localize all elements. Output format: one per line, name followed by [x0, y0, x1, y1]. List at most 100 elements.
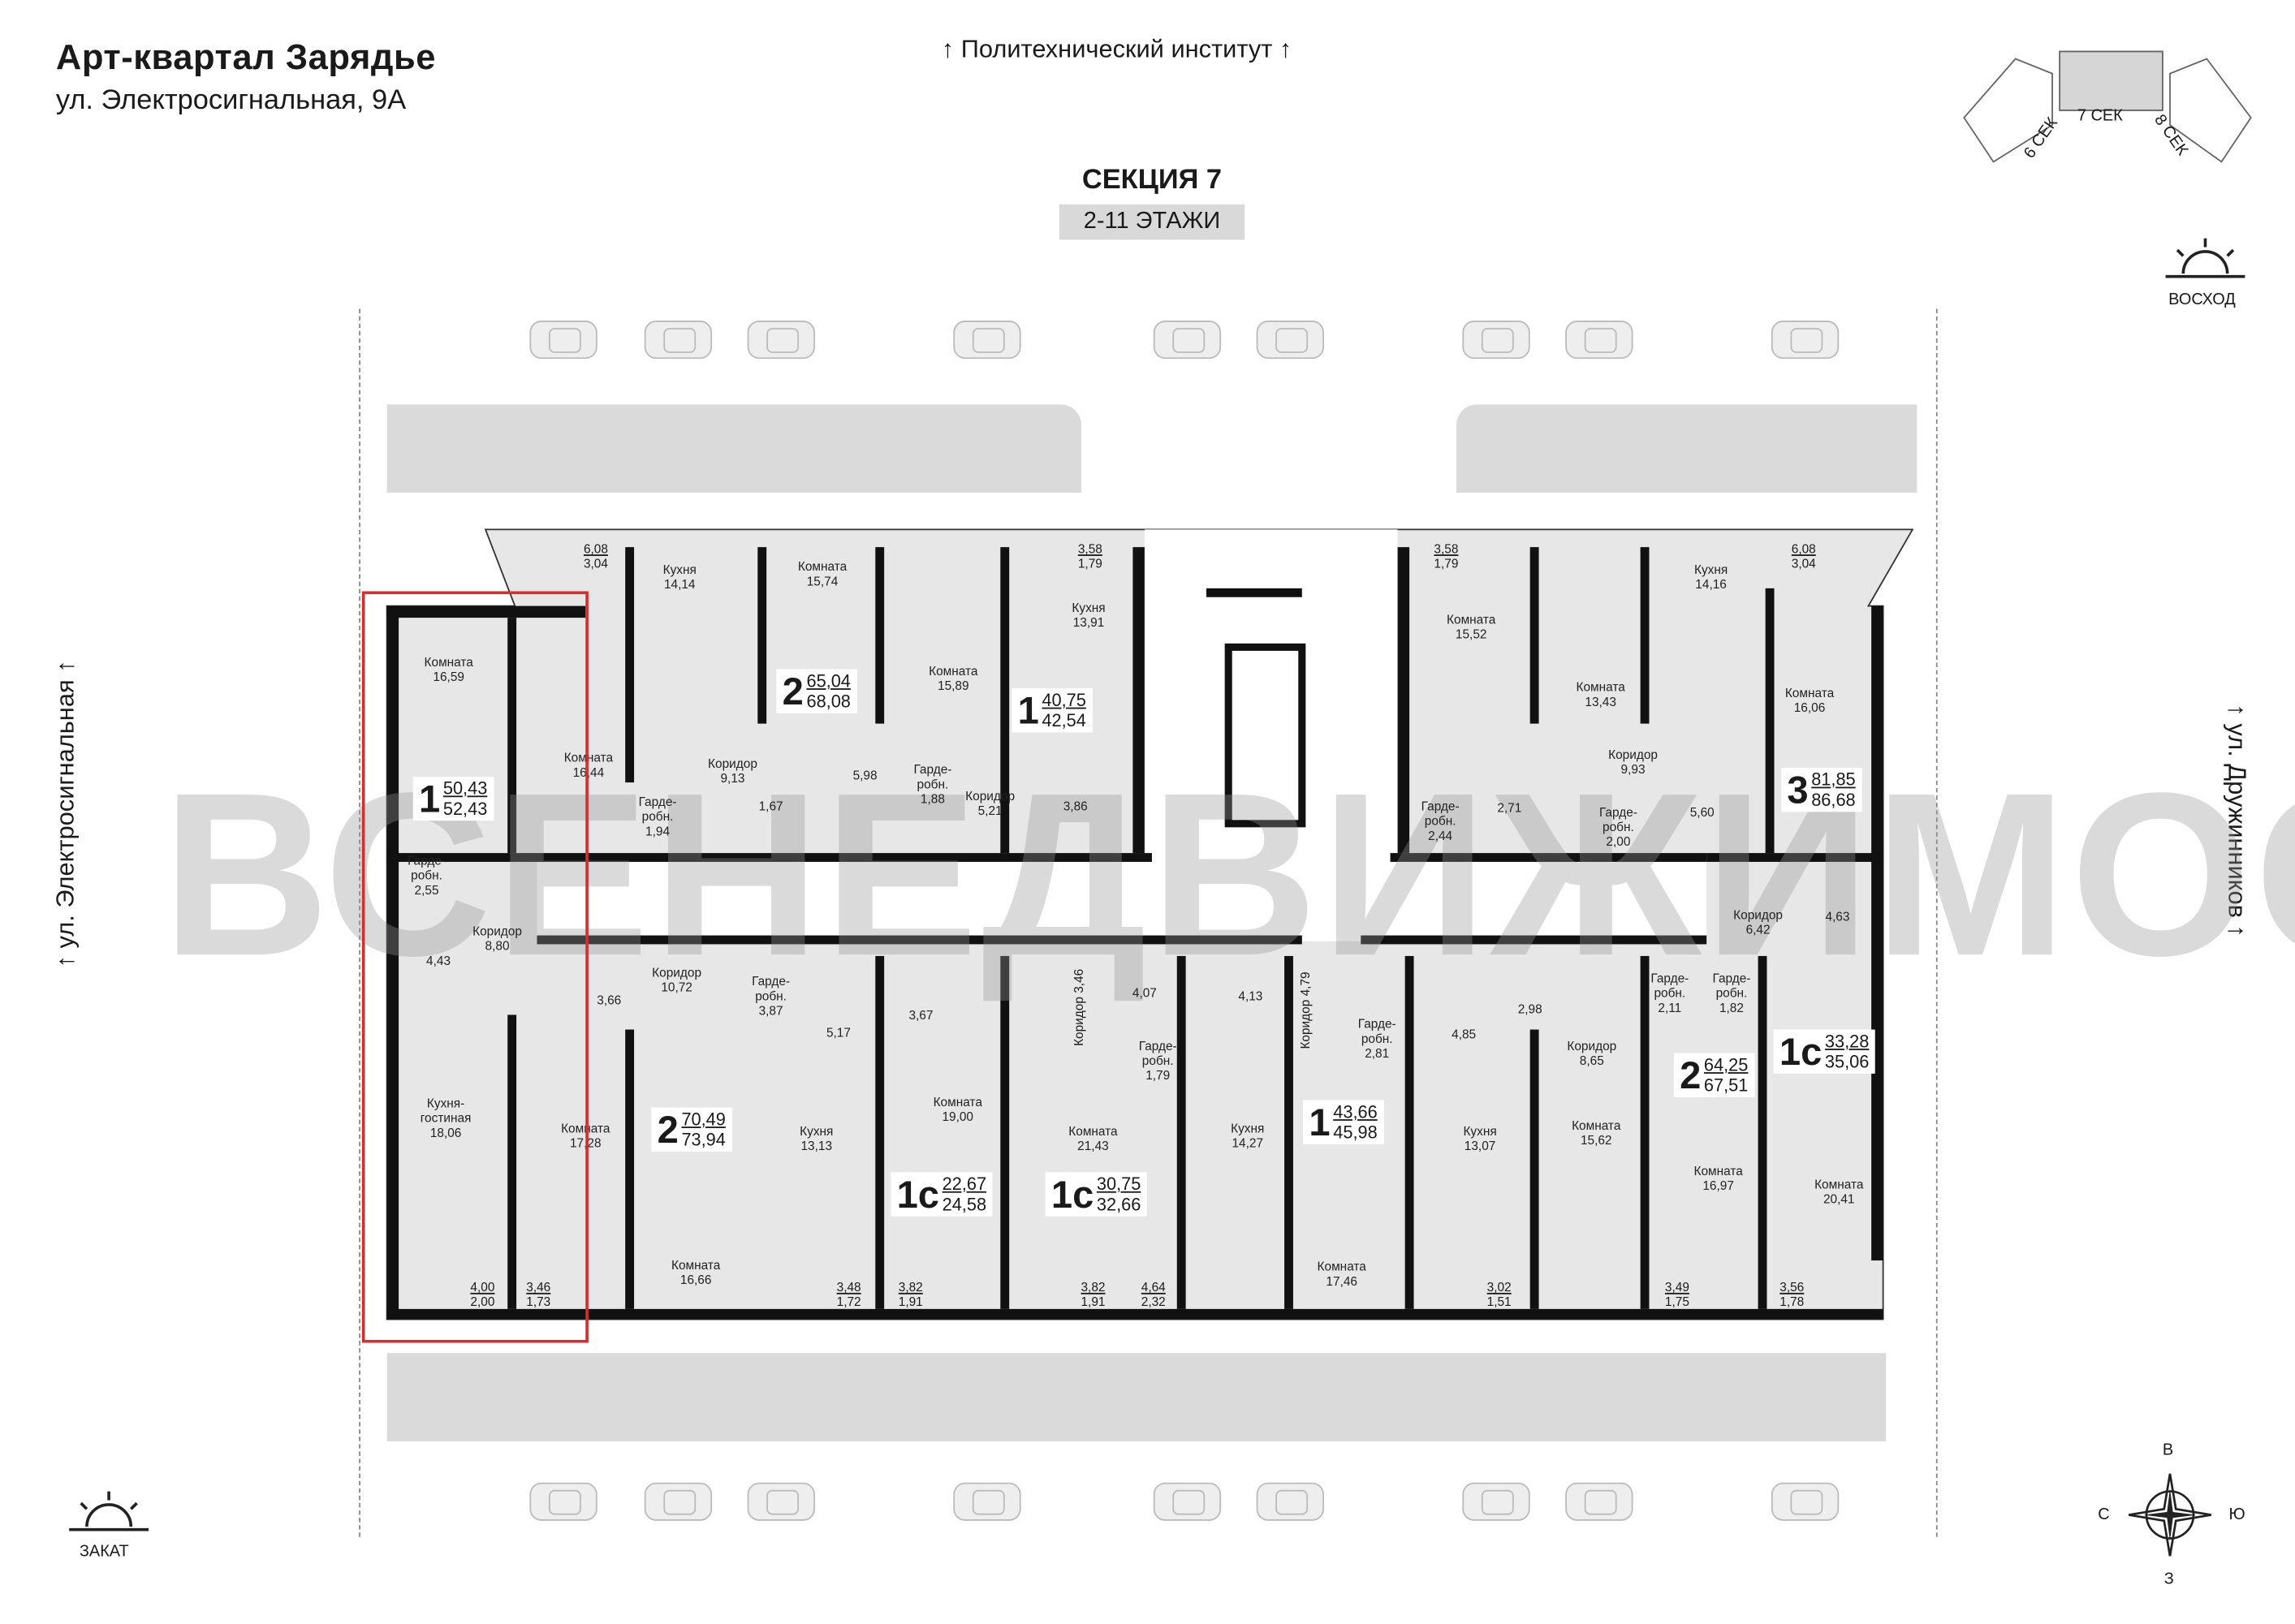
car-icon	[529, 1482, 597, 1521]
minimap-section-6[interactable]	[1963, 58, 2053, 163]
section-title: СЕКЦИЯ 7	[1081, 164, 1223, 196]
room-label: Гарде- робн.2,00	[1598, 804, 1637, 849]
room-label: 3,67	[908, 1007, 934, 1023]
room-label: 4,07	[1132, 985, 1157, 1001]
complex-title: Арт-квартал Зарядье	[55, 38, 437, 79]
car-icon	[747, 321, 815, 360]
room-label: 2,71	[1497, 799, 1522, 815]
room-label: 5,98	[852, 767, 878, 783]
car-icon	[1462, 321, 1530, 360]
sunrise-icon	[2165, 238, 2245, 278]
address: ул. Электросигнальная, 9А	[55, 85, 407, 117]
room-label: Гарде- робн.2,81	[1357, 1016, 1396, 1061]
room-label: 4,13	[1238, 988, 1263, 1003]
room-label: 3,86	[1063, 799, 1088, 814]
car-icon	[953, 1482, 1021, 1521]
car-icon	[1256, 321, 1324, 360]
room-label: Гарде- робн.2,55	[408, 853, 446, 898]
car-icon	[747, 1482, 815, 1521]
room-label: Гарде- робн.1,79	[1138, 1038, 1177, 1083]
north-landmark: ↑ Политехнический институт ↑	[941, 35, 1292, 63]
car-icon	[1771, 321, 1840, 360]
car-icon	[1565, 1482, 1633, 1521]
car-icon	[1256, 1482, 1324, 1521]
car-icon	[1153, 1482, 1222, 1521]
room-label: Гарде- робн.3,87	[752, 973, 791, 1019]
selected-apartment-highlight[interactable]	[361, 591, 589, 1343]
site-boundary-right	[1935, 308, 1938, 1537]
car-icon	[1771, 1482, 1840, 1521]
room-label: 4,85	[1452, 1026, 1477, 1042]
minimap-label-7: 7 СЕК	[2077, 107, 2123, 126]
car-icon	[1565, 321, 1633, 360]
room-label-vertical: Коридор 4,79	[1297, 971, 1313, 1049]
compass-north: С	[2098, 1506, 2110, 1524]
car-icon	[529, 321, 597, 360]
car-icon	[644, 321, 713, 360]
room-label: 4,63	[1825, 908, 1850, 924]
compass-south: Ю	[2228, 1506, 2245, 1524]
room-label: Гарде- робн.1,88	[913, 761, 952, 807]
corridor	[537, 857, 1707, 941]
road-strip	[386, 1353, 1887, 1441]
minimap-section-7[interactable]	[2059, 50, 2163, 111]
road-strip	[1456, 404, 1918, 493]
compass-east: В	[2162, 1441, 2174, 1459]
room-label: Гарде- робн.2,44	[1421, 799, 1460, 843]
compass-west: З	[2163, 1570, 2174, 1589]
car-icon	[644, 1482, 713, 1521]
room-label: 1,67	[758, 799, 783, 814]
watermark: ВСЕНЕДВИЖИМОСТЬ	[162, 745, 2295, 1005]
room-label: 3,66	[597, 993, 622, 1008]
walls	[386, 547, 1883, 1320]
sunrise-label: ВОСХОД	[2168, 291, 2236, 309]
sunset-icon	[69, 1491, 149, 1531]
room-label: 4,43	[426, 953, 451, 968]
car-icon	[1462, 1482, 1530, 1521]
room-label-vertical: Коридор 3,46	[1071, 968, 1086, 1046]
section-minimap[interactable]	[1956, 44, 2258, 169]
minimap-section-8[interactable]	[2169, 58, 2252, 163]
room-label: 2,98	[1517, 1002, 1542, 1017]
